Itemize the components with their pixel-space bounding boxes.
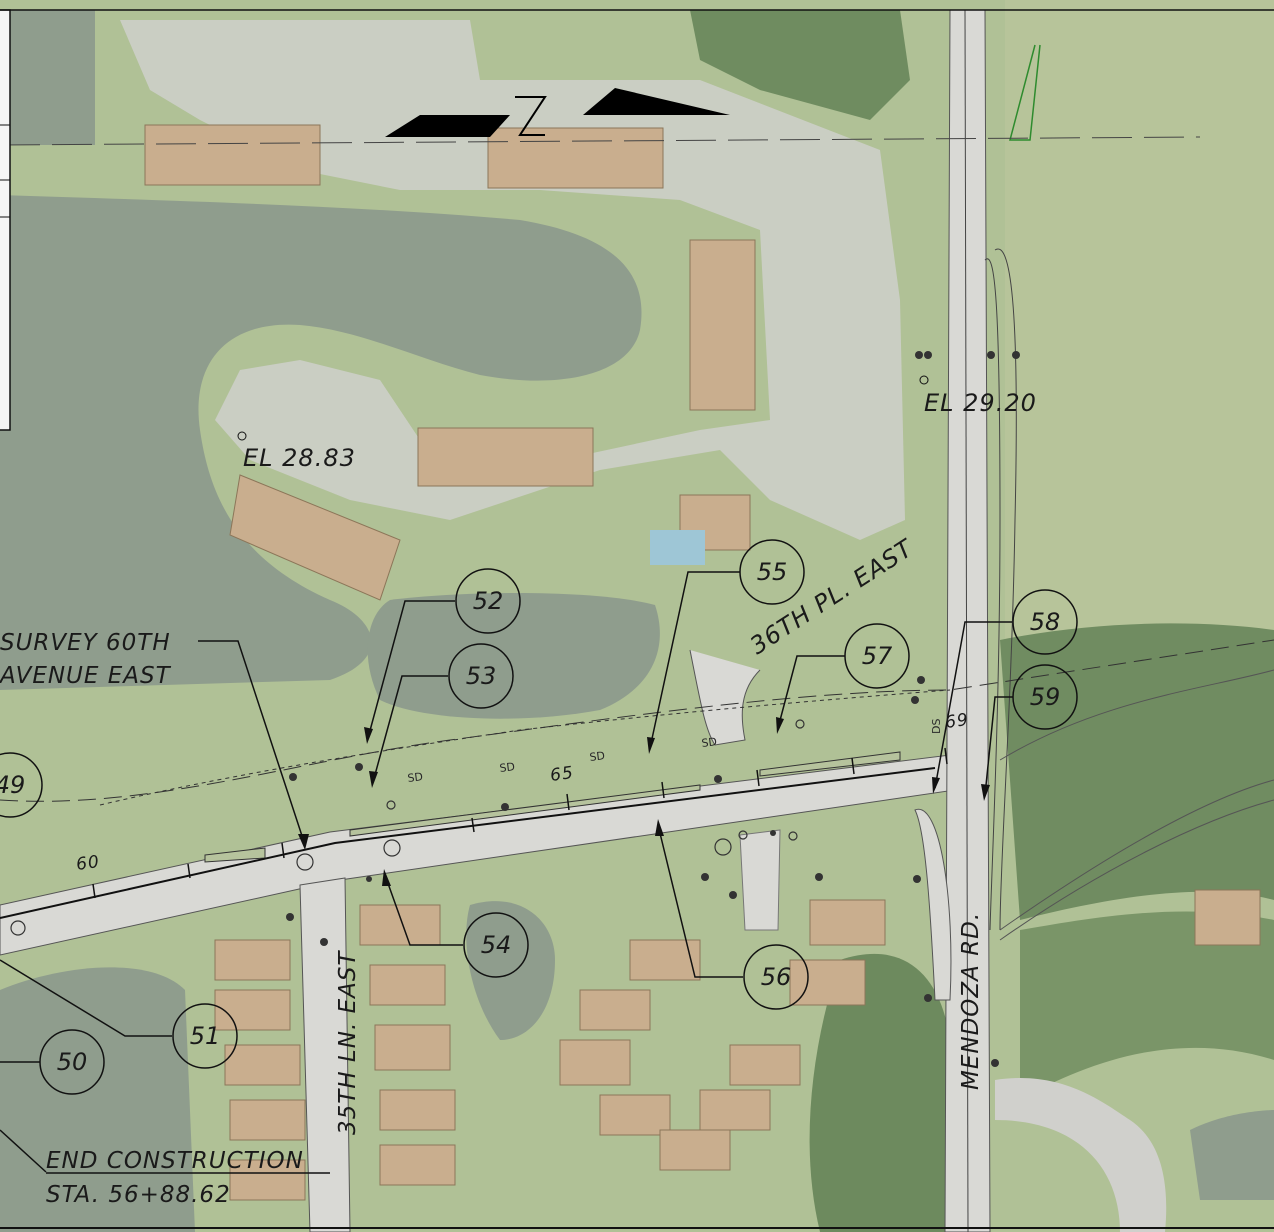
swimming-pool [650, 530, 705, 565]
station-ticks [92, 747, 948, 899]
sd-label: SD [589, 749, 606, 764]
structure-symbols [10, 719, 805, 936]
elevation-point [237, 431, 247, 441]
callout-55: 55 [757, 558, 788, 586]
pond-southeast [1190, 1110, 1274, 1200]
tree-cluster-southeast [1020, 911, 1274, 1100]
tree-cluster-south [809, 953, 960, 1232]
end-construction-label: END CONSTRUCTION [46, 1148, 304, 1174]
median-island [759, 751, 901, 777]
callout-59: 59 [1030, 683, 1061, 711]
callout-57: 57 [862, 642, 893, 670]
callout-circles [0, 539, 1078, 1095]
sd-label: SD [701, 735, 718, 750]
pond-south [466, 901, 555, 1040]
elevation-label-west: EL 28.83 [243, 444, 356, 472]
callout-53: 53 [466, 662, 497, 690]
pond-northwest [0, 10, 95, 145]
pond-middle [367, 593, 660, 719]
open-field [1005, 0, 1274, 640]
station-mark-60: 60 [75, 852, 101, 875]
station-label: STA. 56+88.62 [46, 1182, 231, 1208]
ds-label: DS [930, 719, 943, 734]
street-label-mendoza-rd: MENDOZA RD. [958, 912, 984, 1090]
leader-lines [0, 571, 1013, 1173]
callout-51: 51 [190, 1022, 221, 1050]
survey-label-line2: AVENUE EAST [0, 663, 172, 689]
station-mark-65: 65 [549, 763, 575, 786]
station-mark-69: 69 [944, 710, 970, 733]
tree-cluster-east [1000, 623, 1274, 920]
sd-label: SD [407, 770, 424, 785]
callout-58: 58 [1030, 608, 1061, 636]
road-35th-ln [299, 877, 351, 1232]
median-island [349, 784, 701, 837]
road-36th-pl [689, 649, 761, 746]
pond-large [0, 195, 642, 690]
tree-cluster-north [690, 10, 910, 120]
survey-label-line1: SURVEY 60TH [0, 630, 171, 656]
callout-49: 49 [0, 771, 25, 799]
survey-baseline [0, 767, 936, 919]
leader-arrowheads [298, 717, 990, 886]
inlet-dots [286, 351, 1020, 1067]
elevation-point [919, 375, 929, 385]
callout-52: 52 [473, 587, 504, 615]
elevation-label-east: EL 29.20 [924, 389, 1037, 417]
north-arrow-icon [385, 88, 730, 137]
callout-54: 54 [481, 931, 512, 959]
sd-label: SD [499, 760, 516, 775]
callout-50: 50 [57, 1048, 88, 1076]
pond-southwest [0, 967, 195, 1232]
legend-box [0, 9, 11, 431]
callout-56: 56 [761, 963, 792, 991]
street-label-35th-ln: 35TH LN. EAST [335, 950, 361, 1135]
